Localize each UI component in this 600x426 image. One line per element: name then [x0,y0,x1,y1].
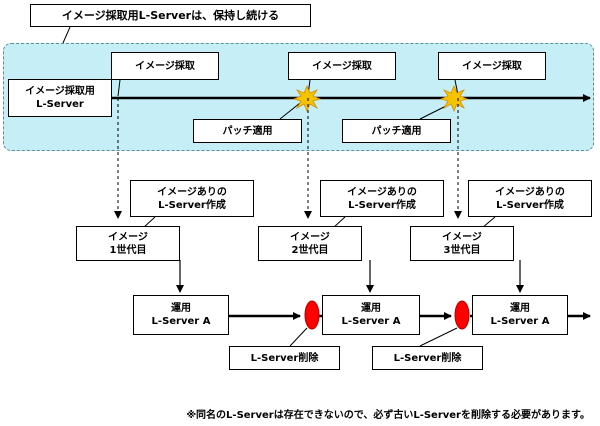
create-callout-2: イメージありの L-Server作成 [320,180,444,217]
delete-callout-pointer-1 [289,327,308,347]
image-gen-1: イメージ 1世代目 [76,226,180,261]
delete-callout-2: L-Server削除 [372,346,483,370]
patch-callout-2: パッチ適用 [342,119,451,143]
image-gen-3: イメージ 3世代目 [410,226,514,261]
patch-callout-1: パッチ適用 [193,119,302,143]
top-callout: イメージ採取用L-Serverは、保持し続ける [30,4,311,27]
delete-callout-pointer-2 [419,327,458,347]
delete-marker-1 [304,300,320,330]
patch-callout-pointer-1 [279,102,301,120]
image-gen-2: イメージ 2世代目 [258,226,362,261]
delete-marker-2 [454,300,470,330]
top-callout-pointer [62,26,71,44]
running-server-3: 運用 L-Server A [472,295,568,335]
patch-burst-2 [439,84,469,113]
capture-callout-3: イメージ採取 [438,52,546,80]
patch-burst-1 [292,84,322,113]
capture-callout-1: イメージ採取 [111,52,219,80]
capture-callout-pointer-1 [117,79,121,97]
footnote: ※同名のL-Serverは存在できないので、必ず古いL-Serverを削除する必… [186,410,590,421]
capture-callout-2: イメージ採取 [288,52,396,80]
delete-callout-1: L-Server削除 [229,346,340,370]
source-server-box: イメージ採取用 L-Server [8,79,112,117]
running-server-1: 運用 L-Server A [133,295,229,335]
create-callout-1: イメージありの L-Server作成 [130,180,254,217]
running-server-2: 運用 L-Server A [322,295,420,335]
create-callout-3: イメージありの L-Server作成 [468,180,592,217]
